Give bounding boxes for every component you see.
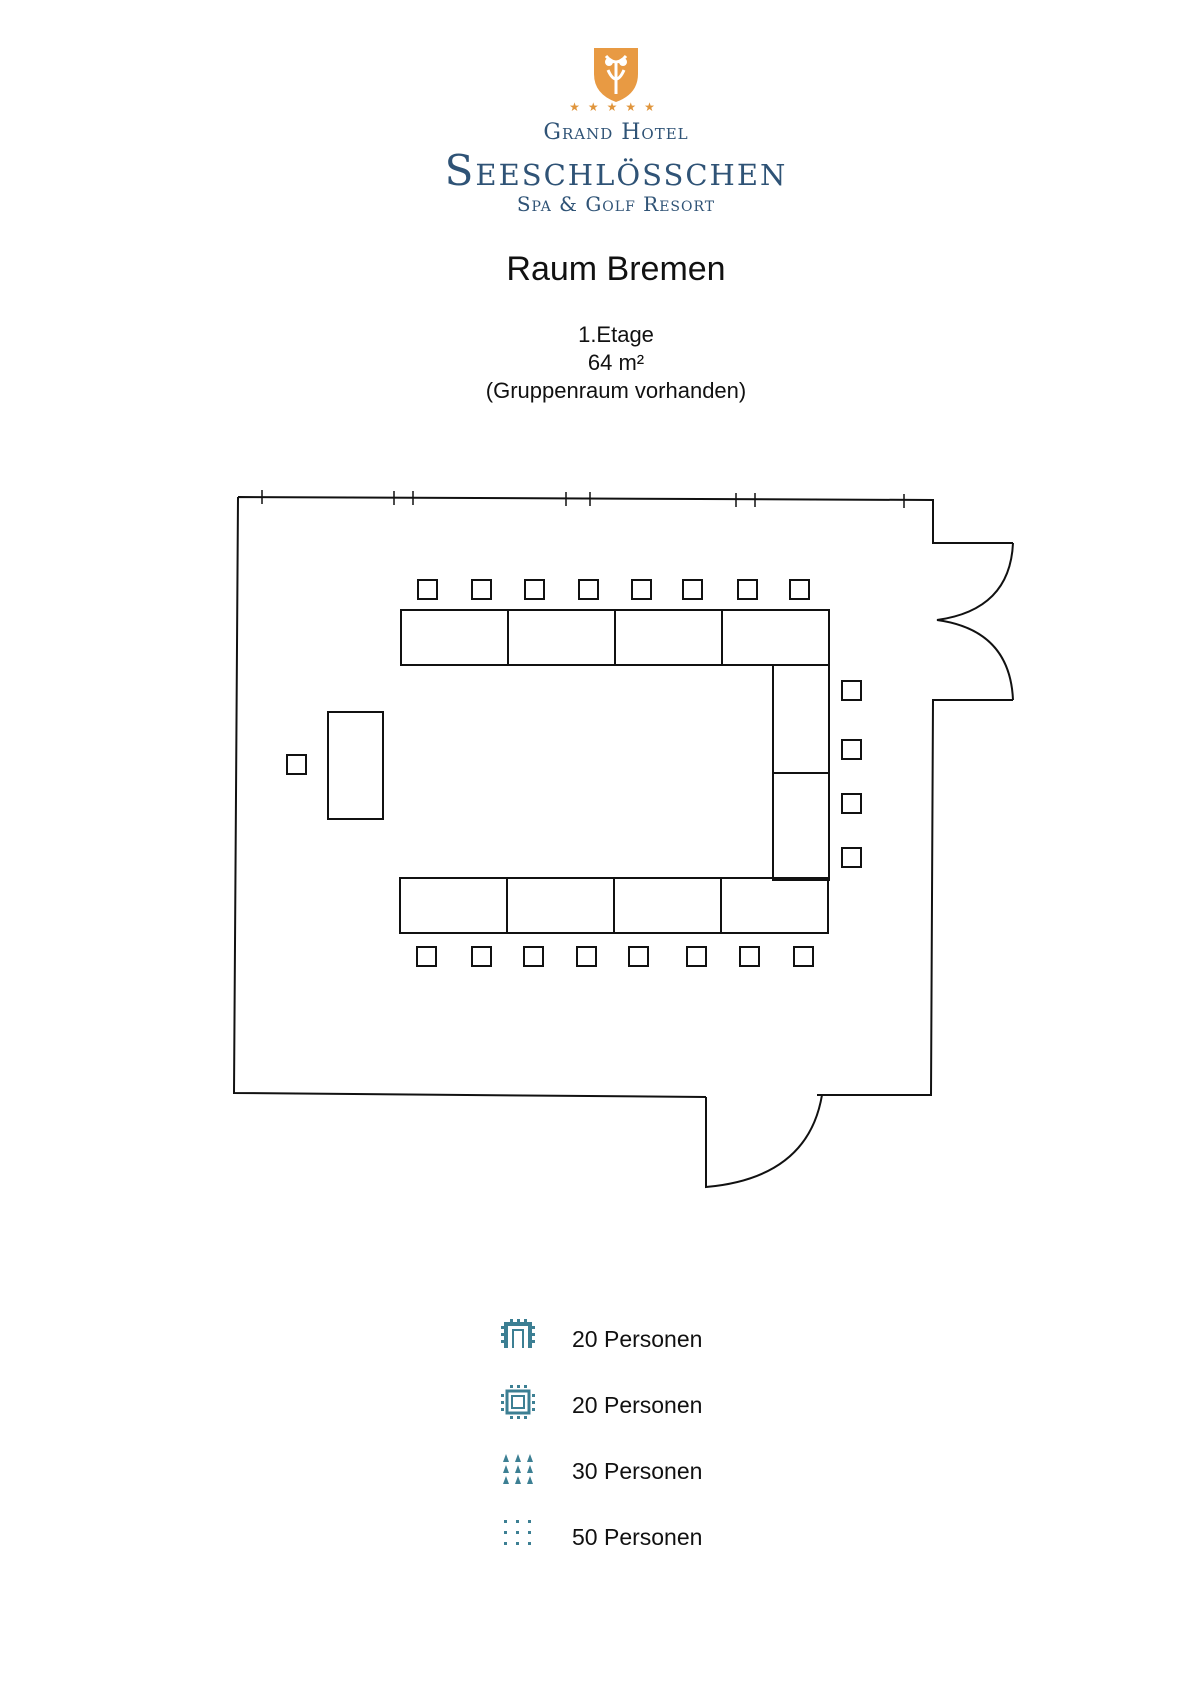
right-table-column	[772, 664, 830, 881]
block-seating-icon	[501, 1385, 535, 1419]
room-title: Raum Bremen	[506, 250, 726, 288]
chairs-right	[841, 680, 862, 868]
brand-top-line: Grand Hotel	[543, 120, 689, 145]
brand-name: Seeschlösschen	[444, 146, 788, 195]
chairs-top	[417, 579, 810, 600]
chairs-bottom	[416, 946, 814, 967]
u-shape-seating-icon	[501, 1319, 535, 1348]
top-table-row	[400, 609, 830, 666]
legend-label: 30 Personen	[572, 1458, 703, 1484]
room-note: (Gruppenraum vorhanden)	[485, 378, 747, 403]
theater-seating-icon	[504, 1520, 531, 1545]
crest-icon	[594, 48, 638, 102]
room-floor: 1.Etage	[578, 322, 654, 347]
room-area: 64 m²	[587, 350, 645, 375]
classroom-seating-icon	[503, 1454, 533, 1484]
right-door	[936, 542, 1014, 701]
room-wall	[232, 496, 1013, 1098]
legend-label: 20 Personen	[572, 1392, 703, 1418]
window-marks	[261, 490, 905, 508]
rating-stars: ★★★★★	[569, 100, 663, 114]
bottom-door	[705, 1094, 823, 1189]
bottom-table-row	[399, 877, 829, 934]
legend-label: 20 Personen	[572, 1326, 703, 1352]
brand-subtitle: Spa & Golf Resort	[516, 192, 716, 216]
speaker-chair	[286, 754, 307, 775]
legend-label: 50 Personen	[572, 1524, 703, 1550]
hotel-logo	[594, 48, 638, 102]
speaker-table	[327, 711, 384, 820]
